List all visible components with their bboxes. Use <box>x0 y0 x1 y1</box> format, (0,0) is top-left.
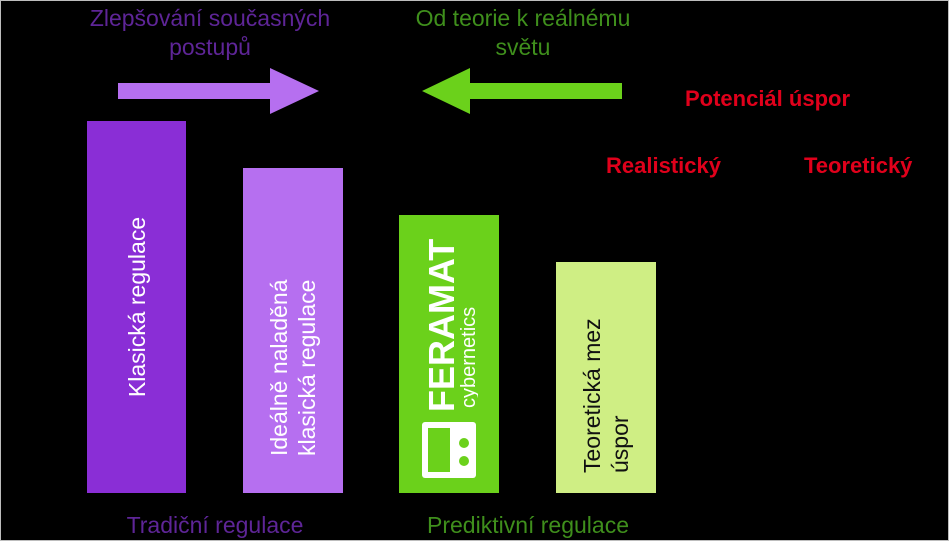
group-traditional: Tradiční regulace <box>126 512 304 538</box>
bar-tuned-classic-regulation: Ideálně naladěná klasická regulace <box>243 168 343 493</box>
savings-theoretical: Teoretický <box>804 153 913 178</box>
bar-theoretical-limit: Teoretická mez úspor <box>556 262 656 493</box>
bar-tuned-label: Ideálně naladěná klasická regulace <box>266 279 320 456</box>
right-arrow-icon <box>118 68 319 114</box>
savings-title: Potenciál úspor <box>684 86 851 111</box>
feramat-logo: FERAMAT cybernetics <box>421 239 478 478</box>
improve-label: Zlepšování současných postupů <box>89 5 331 60</box>
left-arrow-icon <box>422 68 622 114</box>
bar-classic-label: Klasická regulace <box>123 216 150 398</box>
bar-classic-regulation: Klasická regulace <box>87 121 186 493</box>
logo-sub: cybernetics <box>458 307 478 408</box>
logo-word: FERAMAT <box>421 239 462 412</box>
bar-feramat: FERAMAT cybernetics <box>399 215 499 493</box>
theory-label: Od teorie k reálnému světu <box>415 5 631 60</box>
group-predictive: Prediktivní regulace <box>427 512 629 538</box>
savings-realistic: Realistický <box>606 153 721 178</box>
bar-theoretical-label: Teoretická mez úspor <box>579 317 633 473</box>
